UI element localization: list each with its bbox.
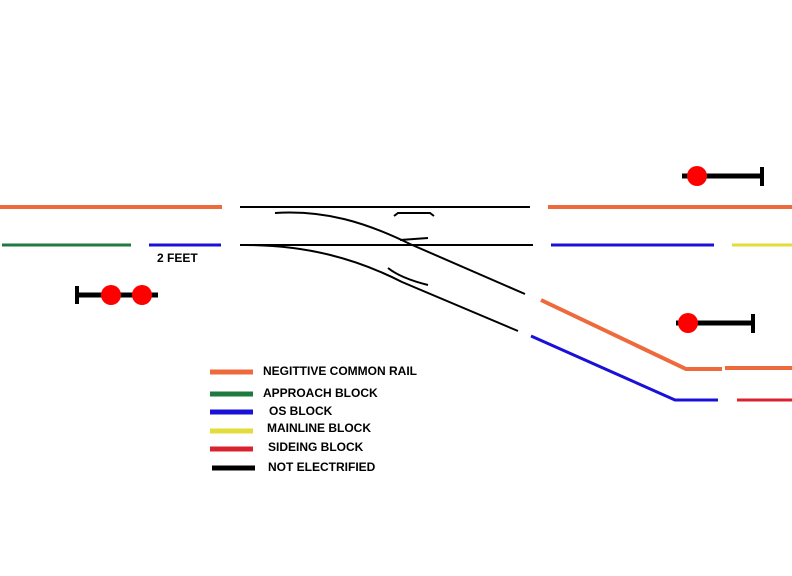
legend-label: NEGITTIVE COMMON RAIL: [263, 364, 417, 378]
right-mainline-signal: [682, 166, 764, 186]
gap-distance-label: 2 FEET: [157, 251, 198, 265]
legend-label: MAINLINE BLOCK: [267, 421, 371, 435]
legend-label: OS BLOCK: [269, 404, 333, 418]
legend-item-mainline-block: MAINLINE BLOCK: [210, 421, 371, 435]
right-os-block-siding: [530, 334, 718, 402]
legend-label: NOT ELECTRIFIED: [268, 460, 376, 474]
legend: NEGITTIVE COMMON RAIL APPROACH BLOCK OS …: [210, 364, 417, 474]
turnout-unelectrified-rails: [240, 206, 533, 332]
right-siding-signal: [676, 313, 755, 333]
signal-lamp-lower: [132, 285, 152, 305]
right-common-rail-siding: [540, 298, 722, 371]
legend-item-common-rail: NEGITTIVE COMMON RAIL: [210, 364, 417, 378]
signal-lamp-upper: [101, 285, 121, 305]
signal-lamp: [678, 313, 698, 333]
legend-item-os-block: OS BLOCK: [210, 404, 333, 418]
legend-item-approach-block: APPROACH BLOCK: [210, 386, 378, 400]
left-double-head-signal: [75, 285, 158, 305]
legend-label: SIDEING BLOCK: [268, 440, 364, 454]
legend-item-siding-block: SIDEING BLOCK: [210, 440, 364, 454]
legend-item-not-electrified: NOT ELECTRIFIED: [212, 460, 376, 474]
signal-lamp: [687, 166, 707, 186]
legend-label: APPROACH BLOCK: [263, 386, 378, 400]
